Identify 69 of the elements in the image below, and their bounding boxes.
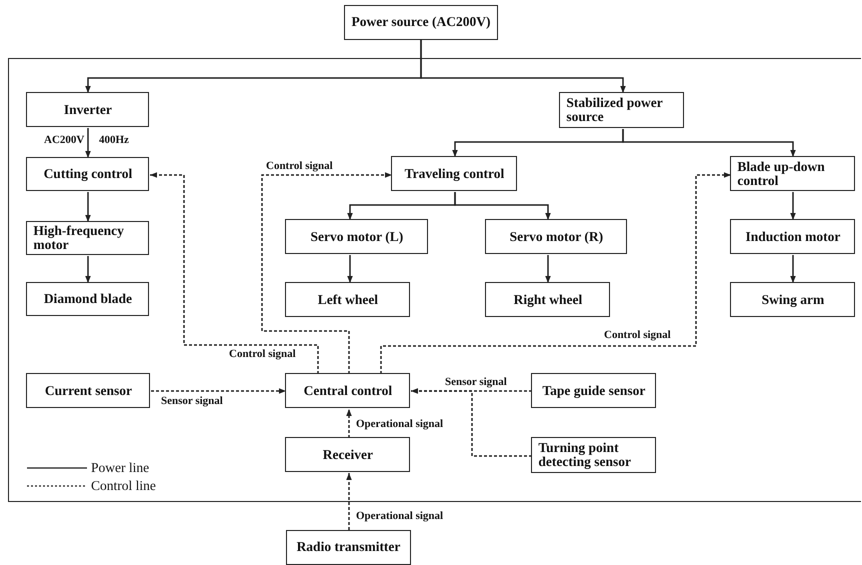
box-label: Traveling control <box>404 166 506 181</box>
edge-label: Sensor signal <box>160 395 224 407</box>
box-label: Servo motor (R) <box>508 230 604 244</box>
edge-label: AC200V <box>43 134 86 146</box>
box-label: Swing arm <box>760 292 826 307</box>
process-box <box>285 373 410 408</box>
process-box <box>285 219 428 254</box>
control-line-arrow <box>411 388 532 457</box>
power-line-arrow <box>85 128 91 158</box>
process-box <box>730 156 856 192</box>
process-box <box>391 156 518 192</box>
power-line-arrow <box>347 255 353 283</box>
process-box <box>730 219 856 254</box>
box-label: Central control <box>302 384 394 398</box>
process-box <box>531 437 656 474</box>
edge-label: Operational signal <box>355 510 444 522</box>
system-frame <box>8 58 861 502</box>
power-line-arrow <box>420 40 626 93</box>
process-box <box>286 530 411 565</box>
control-line-arrow <box>261 172 392 374</box>
box-label: Tape guide sensor <box>541 384 646 398</box>
control-line-arrow <box>150 172 319 374</box>
process-box <box>559 92 684 128</box>
process-box <box>26 282 150 316</box>
power-line-arrow <box>454 192 551 220</box>
control-line-arrow <box>380 172 731 374</box>
control-line-arrow <box>346 409 352 438</box>
edge-label: Control signal <box>265 160 334 172</box>
box-label: Current sensor <box>44 384 133 398</box>
box-label: Receiver <box>322 448 374 462</box>
process-box <box>285 437 410 472</box>
box-label: Power source (AC200V) <box>351 15 491 30</box>
edge-label: Control signal <box>603 329 672 341</box>
box-label: High-frequency motor <box>33 224 125 253</box>
box-label: Turning point detecting sensor <box>538 441 632 470</box>
box-label: Induction motor <box>744 230 842 244</box>
process-box <box>485 282 610 318</box>
power-line-arrow <box>545 255 551 283</box>
box-label: Blade up-down control <box>737 160 826 188</box>
box-label: Inverter <box>62 102 113 117</box>
process-box <box>730 282 856 318</box>
legend-label: Power line <box>91 460 150 476</box>
power-line-arrow <box>790 255 796 283</box>
box-label: Right wheel <box>512 292 584 307</box>
box-label: Left wheel <box>316 292 380 307</box>
process-box <box>344 5 498 40</box>
process-box <box>26 373 150 408</box>
signal-label: 400Hz <box>98 134 130 146</box>
power-line-arrow <box>85 192 91 222</box>
box-label: Radio transmitter <box>296 540 402 555</box>
process-box <box>531 373 656 408</box>
process-box <box>26 221 150 256</box>
power-line-arrow <box>85 256 91 283</box>
power-line-arrow <box>622 129 796 157</box>
edge-label: Sensor signal <box>444 376 508 388</box>
edge-label: Operational signal <box>355 418 444 430</box>
box-label: Servo motor (L) <box>310 230 404 244</box>
process-box <box>485 219 628 254</box>
process-box <box>26 157 150 192</box>
legend-label: Control line <box>91 478 156 494</box>
control-line-arrow <box>346 473 352 530</box>
process-box <box>285 282 410 318</box>
power-line-arrow <box>790 192 796 220</box>
process-box <box>26 92 150 128</box>
box-label: Diamond blade <box>42 292 133 306</box>
box-label: Cutting control <box>42 167 134 182</box>
control-line-arrow <box>151 388 286 394</box>
box-label: Stabilized power source <box>566 96 664 125</box>
edge-label: Control signal <box>228 348 297 360</box>
